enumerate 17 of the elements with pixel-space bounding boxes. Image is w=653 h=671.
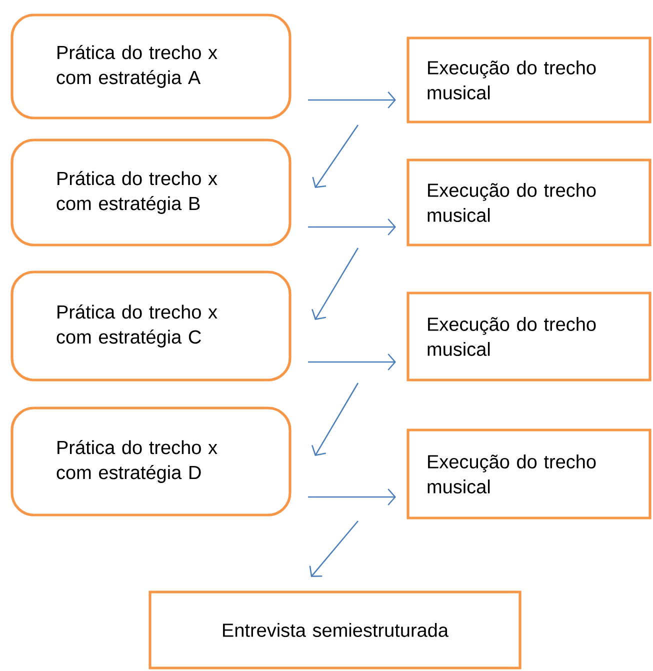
arrow	[312, 124, 359, 188]
arrow	[309, 520, 358, 577]
practice-box: Prática do trecho x com estratégia B	[10, 138, 292, 246]
practice-box: Prática do trecho x com estratégia A	[10, 14, 292, 120]
interview-box: Entrevista semiestruturada	[148, 590, 522, 670]
arrow	[308, 488, 396, 506]
performance-box: Execução do trecho musical	[406, 428, 652, 520]
arrow	[308, 354, 396, 370]
practice-box: Prática do trecho x com estratégia D	[10, 406, 292, 516]
performance-box: Execução do trecho musical	[406, 292, 652, 382]
arrow	[312, 248, 359, 320]
arrow	[311, 382, 359, 456]
arrow	[308, 92, 396, 108]
performance-box: Execução do trecho musical	[406, 158, 652, 246]
performance-box: Execução do trecho musical	[406, 36, 652, 124]
practice-box: Prática do trecho x com estratégia C	[10, 270, 292, 382]
arrow	[308, 218, 396, 236]
